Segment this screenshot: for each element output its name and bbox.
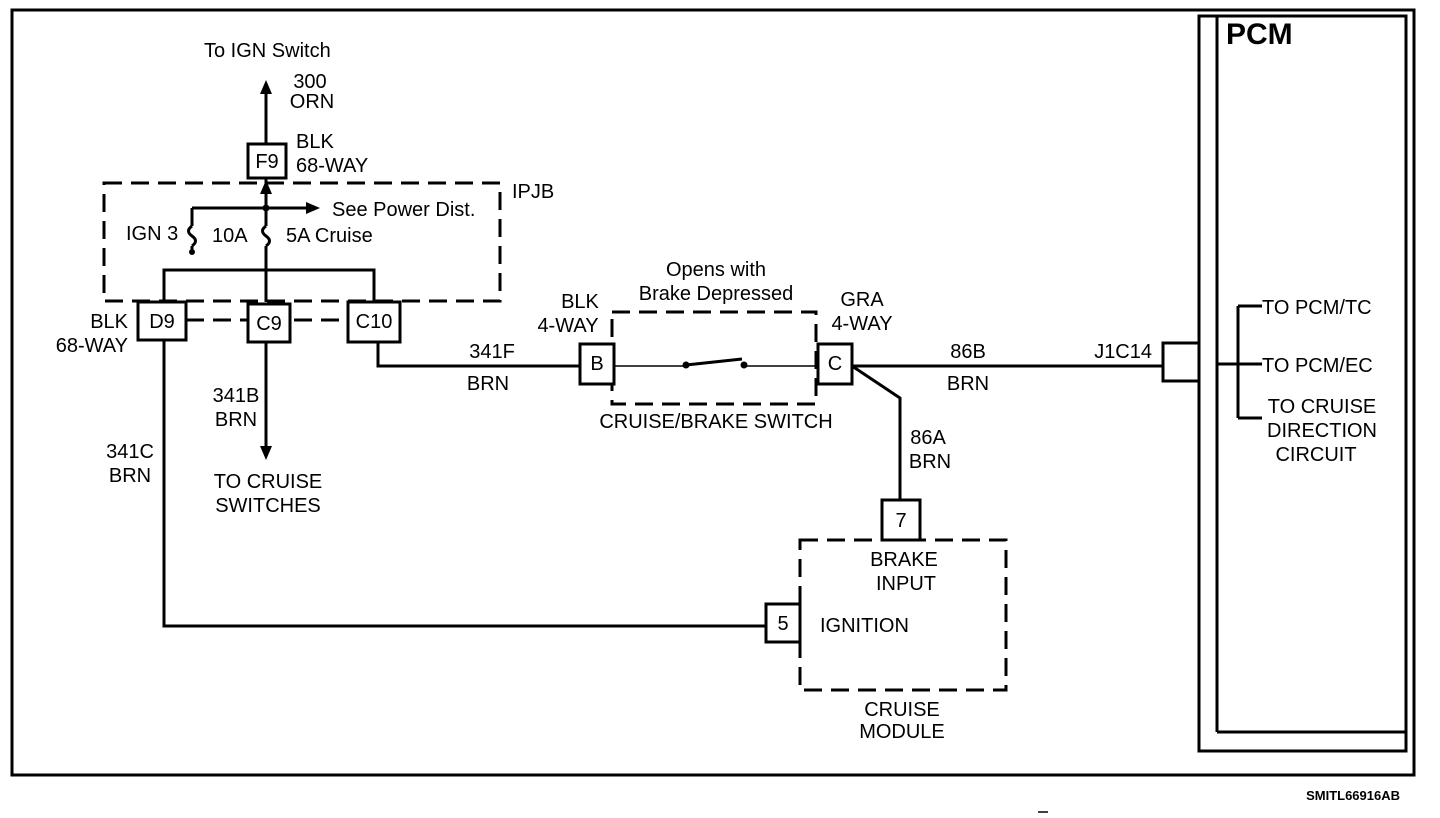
module-label-2: MODULE <box>859 721 945 743</box>
wire-86a <box>851 364 902 500</box>
cruise-switches-label-1: TO CRUISE <box>214 471 323 493</box>
c-way-label: 4-WAY <box>831 313 892 335</box>
brake-input-label-1: BRAKE <box>870 549 938 571</box>
b-color-label: BLK <box>561 291 599 313</box>
fuse-10a-symbol <box>187 224 197 248</box>
b-way-label: 4-WAY <box>537 315 598 337</box>
pin-5 <box>764 602 802 644</box>
pin-5-label: 5 <box>777 613 788 635</box>
pcm-label: PCM <box>1226 18 1293 51</box>
switch-blade <box>685 357 743 367</box>
connector-c9 <box>246 302 292 344</box>
c10-label: C10 <box>356 311 393 333</box>
arrow-up-ign <box>260 80 272 94</box>
wire-86a-label: 86A <box>910 427 946 449</box>
ipjb-label: IPJB <box>512 181 554 203</box>
b-label: B <box>590 353 603 375</box>
fuse-5a-symbol <box>261 224 271 248</box>
direction-label-3: CIRCUIT <box>1275 444 1356 466</box>
c-label: C <box>828 353 842 375</box>
fuse-10a-label: 10A <box>212 225 248 247</box>
connector-c <box>816 342 854 386</box>
wire-341f-color: BRN <box>467 373 509 395</box>
connector-c10 <box>346 300 402 344</box>
arrow-down-341b <box>260 446 272 460</box>
module-label-1: CRUISE <box>864 699 940 721</box>
ignition-label: IGNITION <box>820 615 909 637</box>
switch-contact-right <box>740 361 748 369</box>
to-pcm-ec-label: TO PCM/EC <box>1262 355 1373 377</box>
fuse-5a-label: 5A Cruise <box>286 225 373 247</box>
pcm-block <box>1197 14 1408 753</box>
connector-b <box>578 342 616 386</box>
brake-input-label-2: INPUT <box>876 573 936 595</box>
diagram-border <box>10 8 1416 777</box>
brake-switch-label: CRUISE/BRAKE SWITCH <box>599 411 832 433</box>
cruise-switches-label-2: SWITCHES <box>215 495 321 517</box>
c-color-label: GRA <box>840 289 884 311</box>
opens-label-2: Brake Depressed <box>639 283 794 305</box>
wire-86a-color: BRN <box>909 451 951 473</box>
f9-label: F9 <box>255 151 278 173</box>
wire-341b-label: 341B <box>213 385 260 407</box>
wire-86b-label: 86B <box>950 341 986 363</box>
wire-341c-color: BRN <box>109 465 151 487</box>
pin-7 <box>880 498 922 542</box>
to-pcm-tc-label: TO PCM/TC <box>1262 297 1372 319</box>
left-way-label: 68-WAY <box>56 335 128 357</box>
arrow-up-f9 <box>260 180 272 194</box>
brake-switch-box <box>610 310 818 406</box>
wire-341f-label: 341F <box>469 341 515 363</box>
ipjb-box <box>102 181 502 303</box>
to-ign-switch-label: To IGN Switch <box>204 40 331 62</box>
direction-label-2: DIRECTION <box>1267 420 1377 442</box>
direction-label-1: TO CRUISE <box>1268 396 1377 418</box>
wire-341b-color: BRN <box>215 409 257 431</box>
wire-300-label: 300 <box>293 71 326 93</box>
connector-d9 <box>136 300 188 342</box>
left-color-label: BLK <box>90 311 128 333</box>
see-power-label: See Power Dist. <box>332 199 475 221</box>
fuse-10a-end <box>189 249 195 255</box>
wire-341c-label: 341C <box>106 441 154 463</box>
pin-7-label: 7 <box>895 510 906 532</box>
wire-86b-color: BRN <box>947 373 989 395</box>
splice-bar <box>162 268 376 302</box>
connector-j1c14 <box>1161 341 1201 383</box>
wire-341c <box>162 340 766 628</box>
j1c14-label: J1C14 <box>1094 341 1152 363</box>
c9-label: C9 <box>256 313 282 335</box>
f9-color-label: BLK <box>296 131 334 153</box>
arrow-power-dist <box>306 202 320 214</box>
wire-341f <box>376 342 580 368</box>
opens-label-1: Opens with <box>666 259 766 281</box>
figure-id: SMITL66916AB <box>1306 788 1400 803</box>
wire-orn-label: ORN <box>290 91 334 113</box>
d9-label: D9 <box>149 311 175 333</box>
f9-way-label: 68-WAY <box>296 155 368 177</box>
ign3-label: IGN 3 <box>126 223 178 245</box>
